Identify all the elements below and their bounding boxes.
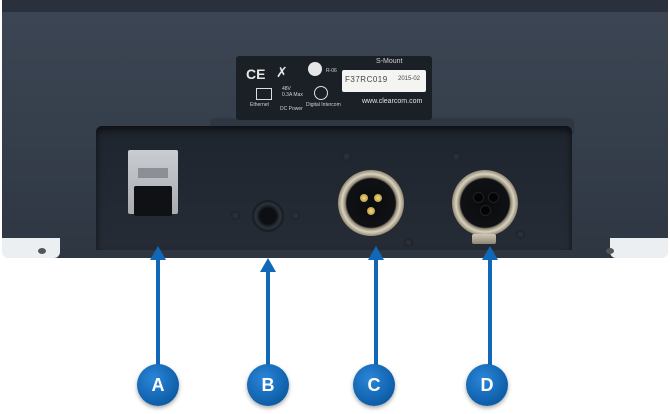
callout-a-arrow — [150, 246, 166, 260]
callout-d-line — [488, 258, 492, 366]
callout-c-arrow — [368, 246, 384, 260]
xlr-socket — [473, 192, 484, 203]
power-rating-label: 48V 0.3A Max — [282, 86, 303, 98]
callout-d-badge: D — [466, 364, 508, 406]
xlr-pin — [367, 207, 375, 215]
ethernet-plate-label: Ethernet — [250, 102, 269, 108]
xlr-pin — [374, 194, 382, 202]
callout-a-badge: A — [137, 364, 179, 406]
callout-d-arrow — [482, 246, 498, 260]
intercom-symbol-icon — [314, 86, 328, 100]
manufacture-date: 2015-02 — [398, 76, 421, 82]
callout-c-badge: C — [353, 364, 395, 406]
dc-right-screw — [291, 211, 300, 220]
weee-bin-icon: ✗ — [276, 64, 288, 80]
compliance-mark-icon — [308, 62, 322, 76]
xlr-female-connector[interactable] — [452, 170, 518, 236]
reg-mark: R-06 — [326, 68, 337, 74]
right-foot — [610, 238, 668, 258]
c-bottom-screw — [404, 238, 413, 247]
ce-mark: CE — [246, 66, 266, 82]
callout-b-badge: B — [247, 364, 289, 406]
website-label: www.clearcom.com — [362, 98, 423, 105]
ethernet-port[interactable] — [134, 186, 172, 216]
callout-b-line — [266, 270, 270, 366]
serial-number: F37RC019 — [345, 75, 388, 84]
dc-power-connector[interactable] — [252, 200, 284, 232]
callout-a-line — [156, 258, 160, 366]
c-top-screw — [342, 152, 351, 161]
ethernet-jack-strip — [138, 168, 168, 178]
left-foot-hole — [38, 248, 46, 254]
d-bottom-screw — [516, 230, 525, 239]
serial-sticker: F37RC019 2015-02 — [342, 70, 426, 92]
xlr-socket — [480, 205, 491, 216]
dc-power-plate-label: DC Power — [280, 106, 303, 112]
d-top-screw — [452, 152, 461, 161]
ethernet-symbol-icon — [256, 88, 272, 100]
callout-c-line — [374, 258, 378, 366]
callout-b-arrow — [260, 258, 276, 272]
device-top-edge — [2, 0, 668, 12]
xlr-release-latch[interactable] — [472, 234, 496, 244]
model-label: S-Mount — [376, 58, 403, 65]
xlr-male-connector[interactable] — [338, 170, 404, 236]
intercom-plate-label: Digital Intercom — [306, 102, 341, 108]
label-plate: S-Mount CE ✗ R-06 F37RC019 2015-02 Ether… — [236, 56, 432, 120]
xlr-pin — [360, 194, 368, 202]
right-foot-hole — [606, 248, 614, 254]
xlr-socket — [488, 192, 499, 203]
left-foot — [2, 238, 60, 258]
dc-left-screw — [231, 211, 240, 220]
